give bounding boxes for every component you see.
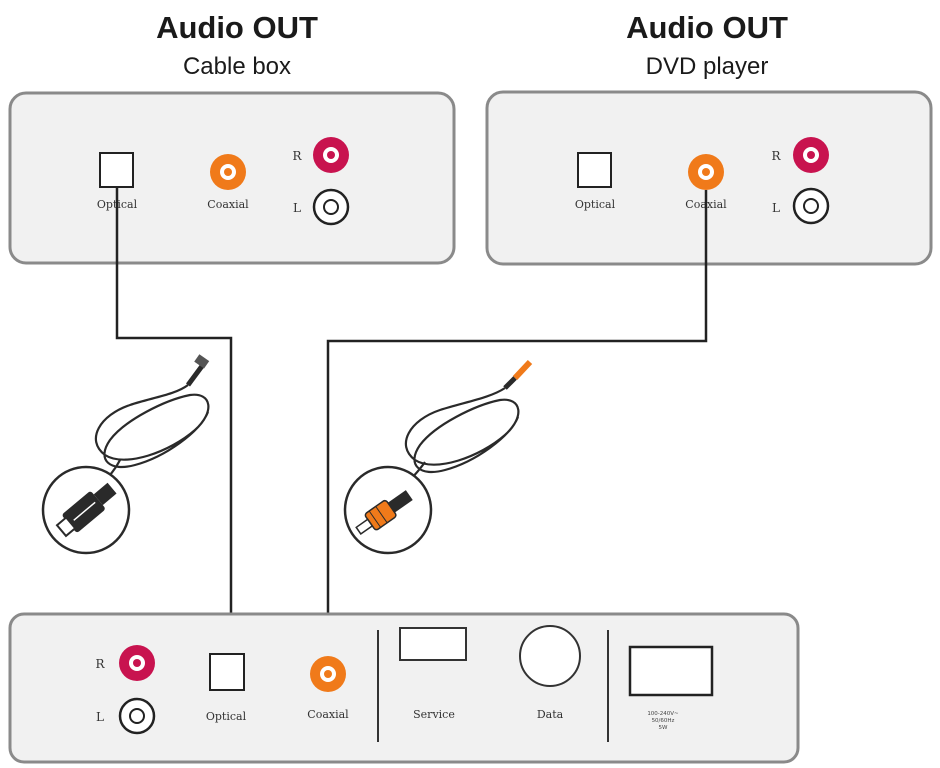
red-rca-jack-icon (313, 137, 349, 173)
cable-box-right-label: R (292, 149, 302, 163)
receiver-service-label: Service (413, 708, 455, 721)
receiver-panel: R L Optical Coaxial Service Data 100-240… (8, 612, 800, 764)
cable-box-left-label: L (293, 201, 301, 215)
cable-box-title: Audio OUT (156, 10, 318, 45)
coaxial-connection-line (326, 190, 708, 645)
optical-cable-icon (41, 354, 210, 555)
receiver-left-label: L (96, 710, 104, 724)
service-port-icon (399, 627, 467, 661)
receiver-right-label: R (95, 657, 105, 671)
dvd-optical-label: Optical (575, 198, 616, 211)
optical-port-icon (209, 653, 245, 691)
cable-box-coaxial-label: Coaxial (207, 198, 249, 211)
cable-box-panel: Optical Coaxial R L (8, 91, 456, 265)
dvd-left-label: L (772, 201, 780, 215)
coaxial-jack-icon (210, 154, 246, 190)
coaxial-cable-icon (343, 359, 533, 555)
power-spec-line-3: 5W (659, 725, 668, 731)
data-port-icon (519, 625, 581, 687)
optical-connection-line (115, 188, 233, 640)
white-rca-jack-icon (312, 188, 350, 226)
dvd-player-panel: Optical Coaxial R L (485, 90, 933, 266)
receiver-data-label: Data (537, 708, 564, 721)
optical-port-icon (577, 152, 612, 188)
cable-box-subtitle: Cable box (183, 53, 291, 80)
receiver-optical-label: Optical (206, 710, 247, 723)
receiver-coaxial-label: Coaxial (307, 708, 349, 721)
optical-port-icon (99, 152, 134, 188)
red-rca-jack-icon (119, 645, 155, 681)
coaxial-jack-icon (310, 656, 346, 692)
dvd-player-subtitle: DVD player (646, 53, 769, 80)
dvd-right-label: R (771, 149, 781, 163)
power-port-icon (628, 645, 714, 697)
coaxial-jack-icon (688, 154, 724, 190)
dvd-player-title: Audio OUT (626, 10, 788, 45)
white-rca-jack-icon (792, 187, 830, 225)
power-spec-line-1: 100-240V~ (647, 711, 679, 717)
white-rca-jack-icon (118, 697, 156, 735)
red-rca-jack-icon (793, 137, 829, 173)
power-spec-line-2: 50/60Hz (652, 718, 675, 724)
